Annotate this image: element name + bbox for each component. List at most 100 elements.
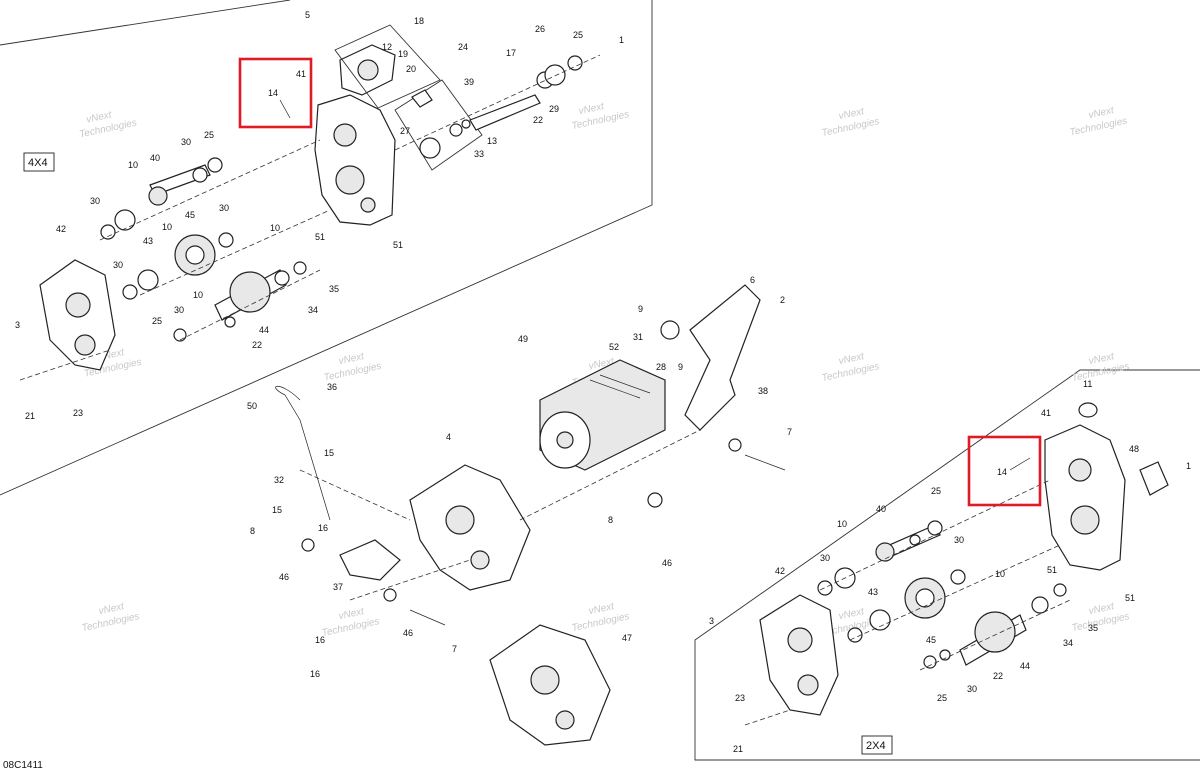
part-label: 3: [15, 320, 20, 330]
part-label: 33: [474, 149, 484, 159]
part-label: 42: [775, 566, 785, 576]
part-label: 16: [318, 523, 328, 533]
part-label: 17: [506, 48, 516, 58]
part-label: 15: [324, 448, 334, 458]
highlight-box-4x4: [238, 57, 313, 129]
part-label: 34: [308, 305, 318, 315]
svg-text:vNext: vNext: [838, 351, 866, 367]
part-label: 31: [633, 332, 643, 342]
svg-text:vNext: vNext: [85, 109, 113, 125]
part-label: 1: [619, 35, 624, 45]
2x4-tag-box: [861, 735, 893, 755]
part-label: 38: [758, 386, 768, 396]
part-label: 30: [954, 535, 964, 545]
svg-text:vNext: vNext: [1088, 351, 1116, 367]
part-label: 12: [382, 42, 392, 52]
part-label: 30: [174, 305, 184, 315]
part-label: 51: [393, 240, 403, 250]
part-label: 51: [1125, 593, 1135, 603]
4x4-tag: 4X4: [28, 157, 48, 169]
part-label: 8: [250, 526, 255, 536]
svg-text:vNext: vNext: [838, 106, 866, 122]
gearbox-housing-42-2x4: [759, 594, 839, 716]
part-label: 30: [90, 196, 100, 206]
part-label: 44: [259, 325, 269, 335]
part-label: 30: [113, 260, 123, 270]
part-label: 3: [709, 616, 714, 626]
part-label: 2: [780, 295, 785, 305]
motor-assembly: [275, 284, 786, 746]
part-label: 52: [609, 342, 619, 352]
part-label: 28: [656, 362, 666, 372]
part-label: 30: [219, 203, 229, 213]
part-label: 47: [622, 633, 632, 643]
part-label: 22: [993, 671, 1003, 681]
svg-text:vNext: vNext: [838, 606, 866, 622]
part-label: 46: [403, 628, 413, 638]
svg-text:vNext: vNext: [338, 606, 366, 622]
part-label: 9: [678, 362, 683, 372]
part-label: 25: [573, 30, 583, 40]
plug-11: [1078, 402, 1098, 418]
gearbox-housing-41-2x4: [1044, 424, 1126, 571]
part-label: 30: [967, 684, 977, 694]
part-label: 30: [181, 137, 191, 147]
part-labels: 1 5 18 19 20 12 41 24 39 17 26 25 29 22 …: [15, 10, 1191, 754]
part-label: 27: [400, 126, 410, 136]
part-label: 10: [193, 290, 203, 300]
part-label: 35: [1088, 623, 1098, 633]
svg-text:vNext: vNext: [1088, 601, 1116, 617]
shaft-39: [469, 94, 541, 131]
part-label: 48: [1129, 444, 1139, 454]
part-label: 41: [296, 69, 306, 79]
part-label: 46: [279, 572, 289, 582]
part-label: 16: [310, 669, 320, 679]
part-label: 10: [162, 222, 172, 232]
2x4-assembly: [744, 402, 1169, 726]
part-label: 25: [152, 316, 162, 326]
part-label: 30: [820, 553, 830, 563]
part-label: 16: [315, 635, 325, 645]
part-label: 22: [533, 115, 543, 125]
part-label: 10: [128, 160, 138, 170]
bracket-38: [684, 284, 761, 431]
part-label: 25: [204, 130, 214, 140]
part-label: 36: [327, 382, 337, 392]
part-label: 10: [995, 569, 1005, 579]
part-label: 4: [446, 432, 451, 442]
part-label: 43: [143, 236, 153, 246]
part-label: 20: [406, 64, 416, 74]
part-label: 32: [274, 475, 284, 485]
part-label: 22: [252, 340, 262, 350]
part-label: 7: [452, 644, 457, 654]
2x4-tag: 2X4: [866, 740, 886, 752]
part-label: 25: [937, 693, 947, 703]
part-label: 23: [73, 408, 83, 418]
svg-text:vNext: vNext: [578, 101, 606, 117]
part-label: 42: [56, 224, 66, 234]
part-label: 10: [837, 519, 847, 529]
part-label: 37: [333, 582, 343, 592]
part-label: 40: [150, 153, 160, 163]
part-label: 15: [272, 505, 282, 515]
gearbox-housing-41: [314, 94, 396, 226]
part-label: 39: [464, 77, 474, 87]
part-label: 5: [305, 10, 310, 20]
part-label: 25: [931, 486, 941, 496]
part-label: 10: [270, 223, 280, 233]
part-label: 26: [535, 24, 545, 34]
part-label: 8: [608, 515, 613, 525]
part-label: 51: [1047, 565, 1057, 575]
part-label: 41: [1041, 408, 1051, 418]
4x4-assembly: [19, 24, 601, 381]
breather-tube-32: [275, 386, 331, 521]
part-label: 49: [518, 334, 528, 344]
svg-text:vNext: vNext: [98, 601, 126, 617]
part-label: 44: [1020, 661, 1030, 671]
part-label: 51: [315, 232, 325, 242]
mount-37: [339, 539, 401, 581]
part-label: 45: [926, 635, 936, 645]
part-label: 21: [25, 411, 35, 421]
